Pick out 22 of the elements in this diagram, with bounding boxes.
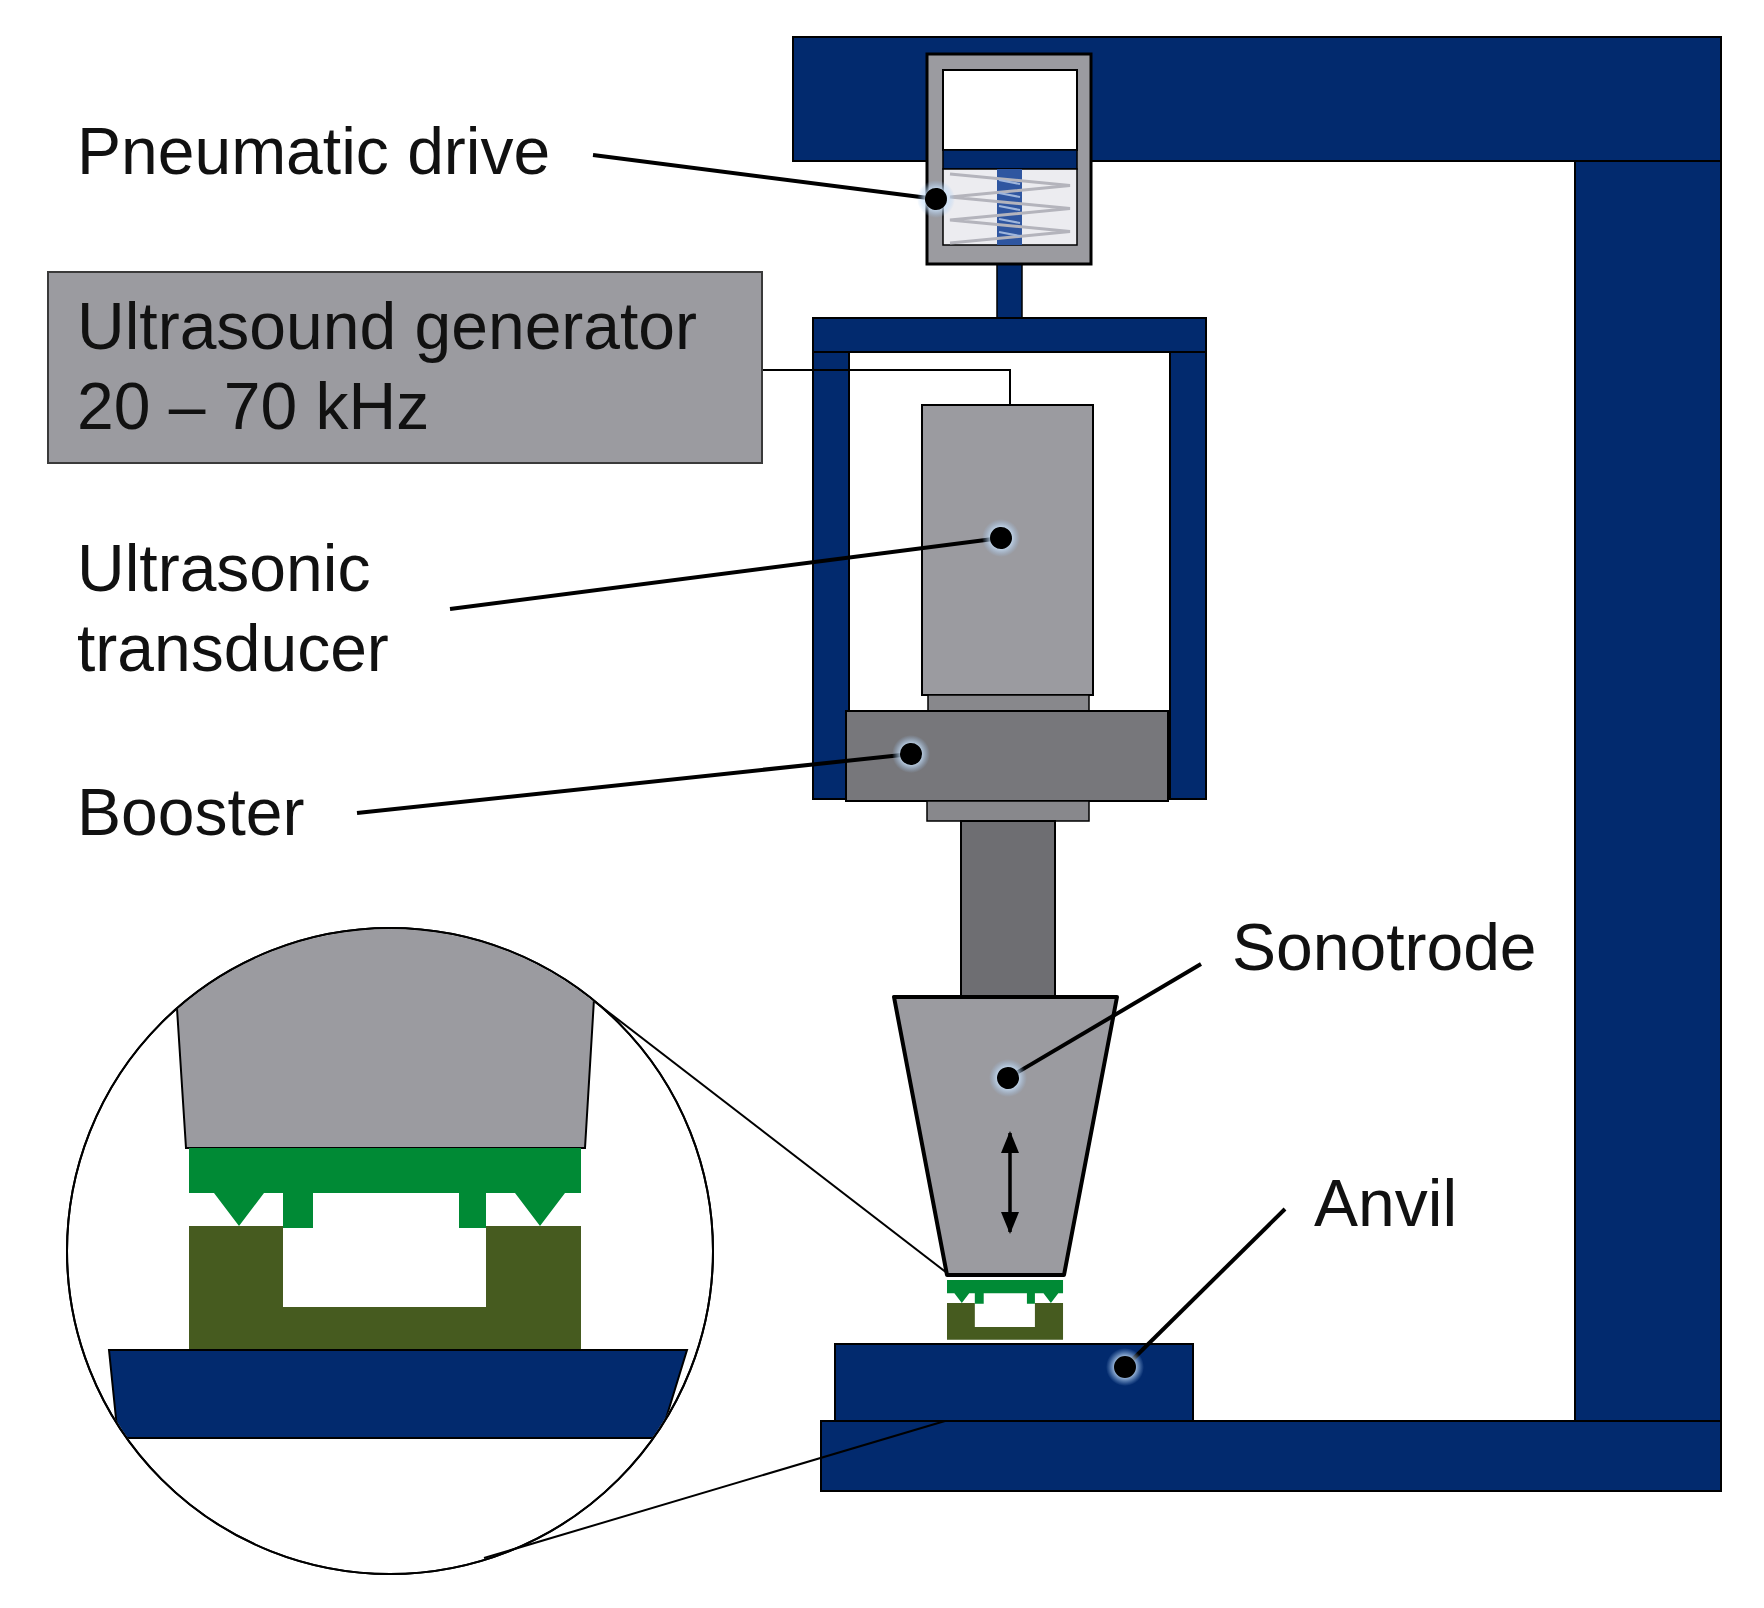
magnified-detail-view: [66, 927, 714, 1575]
frequency-range: 20 – 70 kHz: [77, 368, 430, 445]
part-label: Sonotrode: [1232, 907, 1537, 987]
leader-line: [989, 962, 1202, 1097]
generator-unit-panel: [47, 271, 763, 464]
leader-line: [356, 735, 930, 815]
zoom-line: [593, 1000, 948, 1274]
pneumatic-cylinder: [925, 52, 1093, 266]
part-label: Pneumatic drive: [77, 111, 551, 191]
leader-line: [449, 519, 1020, 611]
part-label: Booster: [77, 772, 305, 852]
leader-line: [592, 153, 955, 218]
zoom-line: [483, 1420, 946, 1559]
booster-block: [845, 710, 1169, 997]
sonotrode-horn: [892, 995, 1119, 1277]
leader-line: [1106, 1207, 1287, 1386]
part-label: Anvil: [1314, 1163, 1458, 1243]
part-label: Ultrasonic transducer: [77, 528, 407, 688]
anvil-block: [834, 1343, 1194, 1422]
generator-name: Ultrasound generator: [77, 288, 698, 365]
cable-line: [762, 369, 1011, 406]
transducer-body: [921, 404, 1094, 712]
